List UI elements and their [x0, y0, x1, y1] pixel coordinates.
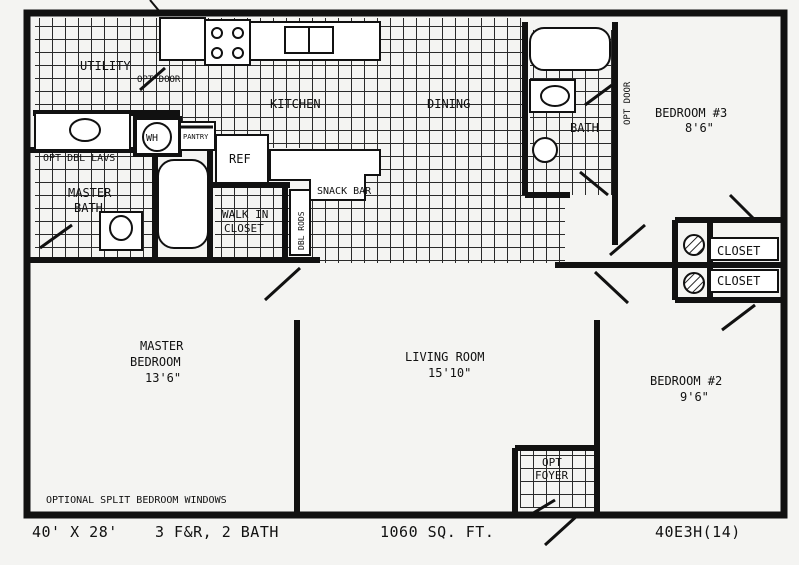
shower-icon [157, 159, 209, 249]
footer-dimensions: 40' X 28' [32, 523, 118, 541]
room-labels: UTILITY OPT DOOR KITCHEN DINING WH PANTR… [43, 59, 760, 506]
label-walk-in-line1: WALK IN [222, 208, 268, 221]
label-living-room-name: LIVING ROOM [405, 350, 484, 364]
label-living-room-size: 15'10" [428, 366, 471, 380]
label-master-bedroom-line2: BEDROOM [130, 355, 181, 369]
label-dbl-rods: DBL RODS [297, 211, 306, 250]
label-opt-dbl-lavs: OPT DBL LAVS [43, 153, 115, 164]
bathtub-icon [529, 27, 611, 71]
label-utility: UTILITY [80, 59, 131, 73]
label-master-bedroom-line1: MASTER [140, 339, 184, 353]
label-bedroom3-name: BEDROOM #3 [655, 106, 727, 120]
label-opt-door-bath: OPT DOOR [623, 81, 633, 125]
label-bedroom2-name: BEDROOM #2 [650, 374, 722, 388]
label-snack-bar: SNACK BAR [317, 186, 372, 197]
label-wh: WH [146, 133, 158, 144]
refrigerator-icon [215, 134, 269, 184]
label-ref: REF [229, 152, 251, 166]
fixtures [34, 17, 779, 294]
lavatory-icon [532, 137, 558, 163]
footer-area: 1060 SQ. FT. [380, 523, 495, 541]
label-bedroom3-size: 8'6" [685, 121, 714, 135]
closet-rod-icon [683, 272, 705, 294]
door-swings [39, 66, 757, 547]
label-master-bedroom-size: 13'6" [145, 371, 181, 385]
label-opt-foyer-line1: OPT [542, 456, 562, 469]
label-dining: DINING [427, 97, 470, 111]
label-kitchen: KITCHEN [270, 97, 321, 111]
label-master-bath-line2: BATH [74, 201, 103, 215]
footer-rooms: 3 F&R, 2 BATH [155, 523, 279, 541]
label-split-bedroom-windows: OPTIONAL SPLIT BEDROOM WINDOWS [46, 495, 227, 506]
label-master-bath-line1: MASTER [68, 186, 112, 200]
label-walk-in-line2: CLOSET [224, 222, 264, 235]
range-icon [204, 19, 251, 66]
closet-rod-icon [683, 234, 705, 256]
label-pantry: PANTRY [183, 133, 209, 141]
vanity-sink-icon [69, 118, 101, 142]
label-closet-1: CLOSET [717, 244, 760, 258]
footer-model: 40E3H(14) [655, 523, 741, 541]
label-opt-door-utility: OPT DOOR [137, 75, 181, 85]
label-bath: BATH [570, 121, 599, 135]
label-closet-2: CLOSET [717, 274, 760, 288]
label-opt-foyer-line2: FOYER [535, 469, 568, 482]
label-bedroom2-size: 9'6" [680, 390, 709, 404]
